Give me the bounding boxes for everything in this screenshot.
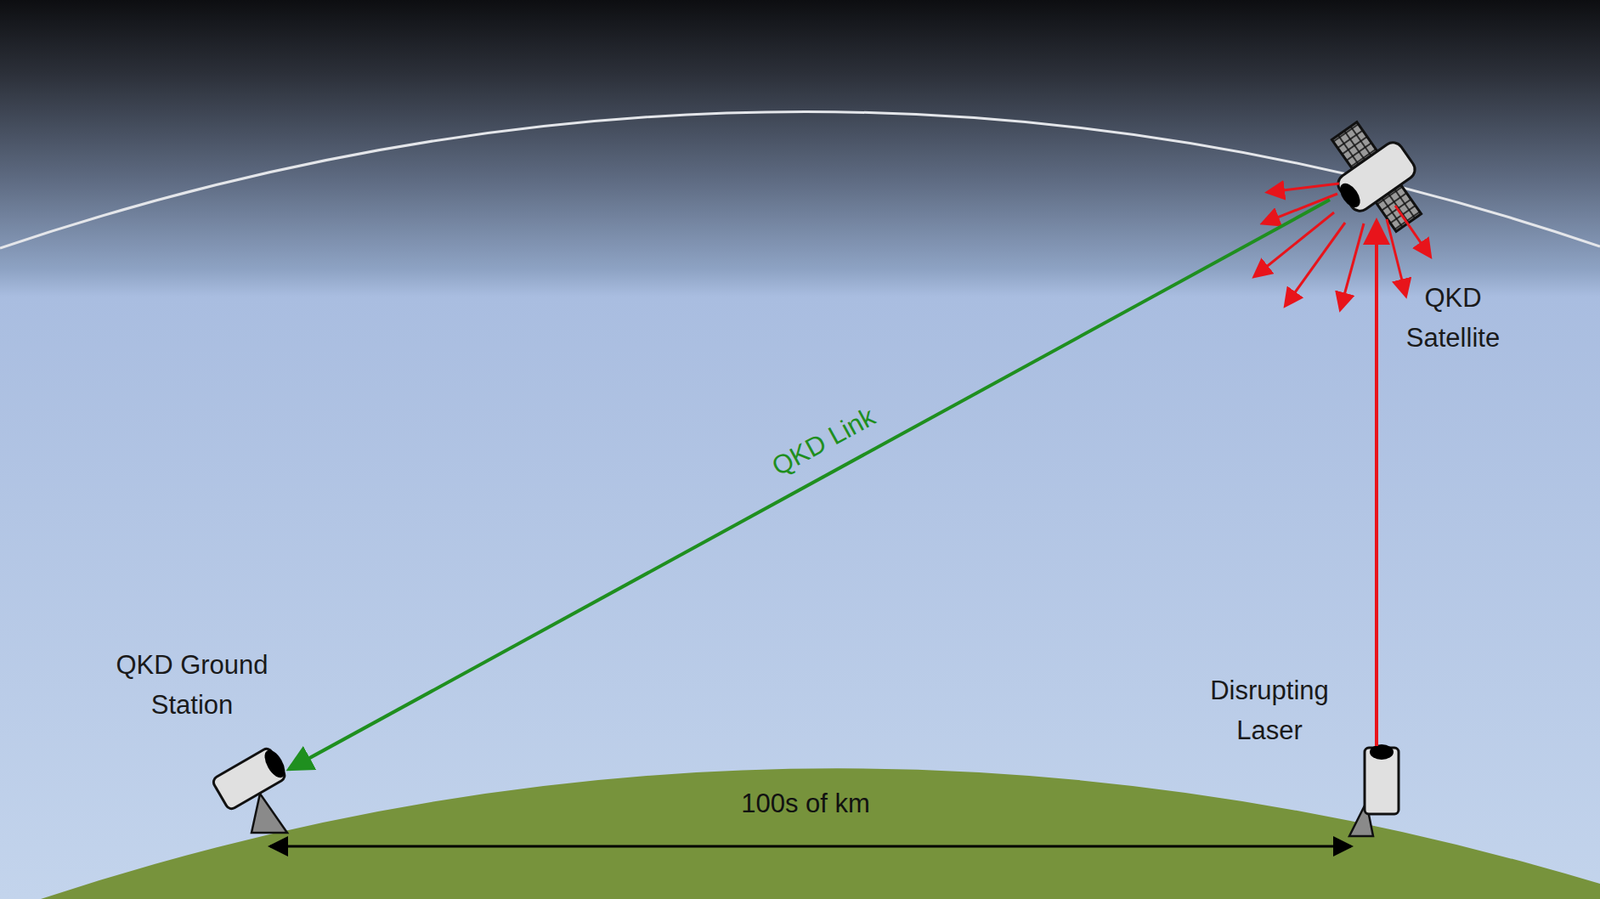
beam-connector xyxy=(288,199,1330,769)
satellite-node: QKD Satellite xyxy=(1329,127,1424,221)
ground-station-node: QKD Ground Station xyxy=(212,747,289,833)
orbit-line xyxy=(0,111,1600,249)
laser-node: Disrupting Laser xyxy=(1351,746,1403,837)
ground-station-icon xyxy=(211,744,291,833)
node-label: Disrupting Laser xyxy=(1195,670,1345,751)
dimension-arrow xyxy=(270,845,1352,849)
node-label: QKD Ground Station xyxy=(101,644,284,725)
scatter-rays xyxy=(1255,183,1430,308)
node-label: QKD Satellite xyxy=(1385,277,1521,358)
beam-connector xyxy=(1374,220,1379,747)
laser-icon xyxy=(1349,744,1399,837)
dimension-label: 100s of km xyxy=(740,786,871,821)
